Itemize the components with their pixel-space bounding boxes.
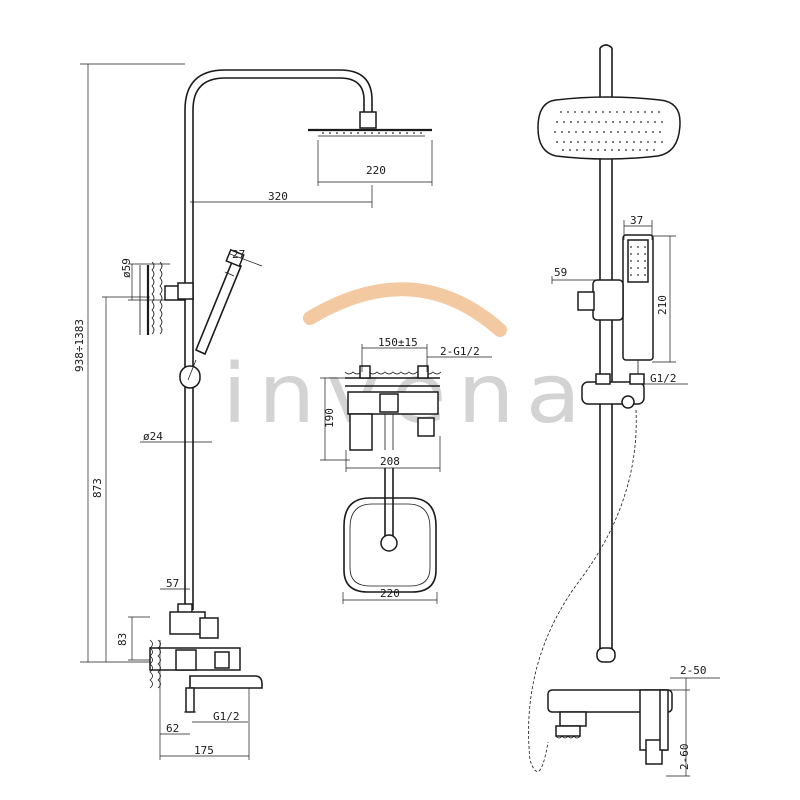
- dim-arm-length: 320: [268, 190, 288, 203]
- dim-mixer-height: 83: [116, 633, 129, 646]
- dim-hand-shower-width: 37: [630, 214, 643, 227]
- dim-pipe-a: 2-50: [680, 664, 707, 677]
- dim-body-height: 190: [323, 408, 336, 428]
- dim-mixer-offset: 57: [166, 577, 179, 590]
- dim-hand-shower-length: 210: [656, 295, 669, 315]
- dim-handset-diameter: 27: [232, 248, 245, 261]
- mixer-detail-view: 150±15 2-G1/2 190 208 220: [320, 336, 492, 604]
- dim-hose-connector: G1/2: [650, 372, 677, 385]
- watermark-arc: [303, 282, 507, 337]
- dim-mixer-depth: 175: [194, 744, 214, 757]
- dim-holder-offset: 59: [554, 266, 567, 279]
- brand-watermark: invena: [222, 282, 582, 442]
- dim-head-width: 220: [366, 164, 386, 177]
- dim-tray-width: 220: [380, 587, 400, 600]
- nozzle-grid: [554, 111, 666, 151]
- dim-total-height: 938÷1383: [73, 319, 86, 372]
- wall-mount-ribs: [151, 261, 163, 335]
- dim-body-width: 208: [380, 455, 400, 468]
- dim-mixer-inlet: G1/2: [213, 710, 240, 723]
- mixer-ribs: [149, 639, 161, 689]
- front-elevation-view: 37 210 59 G1/2 2-50 2-60: [528, 44, 720, 777]
- dim-mixer-depth-small: 62: [166, 722, 179, 735]
- side-elevation-view: 938÷1383 873 320 220 ø59 27 ø24 57 83 G1…: [73, 63, 433, 760]
- dim-bar-diameter: ø24: [143, 430, 163, 443]
- dim-lower-height: 873: [91, 478, 104, 498]
- dim-spacing: 150±15: [378, 336, 418, 349]
- dim-mount-diameter: ø59: [120, 258, 133, 278]
- dim-inlets: 2-G1/2: [440, 345, 480, 358]
- dim-pipe-b: 2-60: [678, 744, 691, 771]
